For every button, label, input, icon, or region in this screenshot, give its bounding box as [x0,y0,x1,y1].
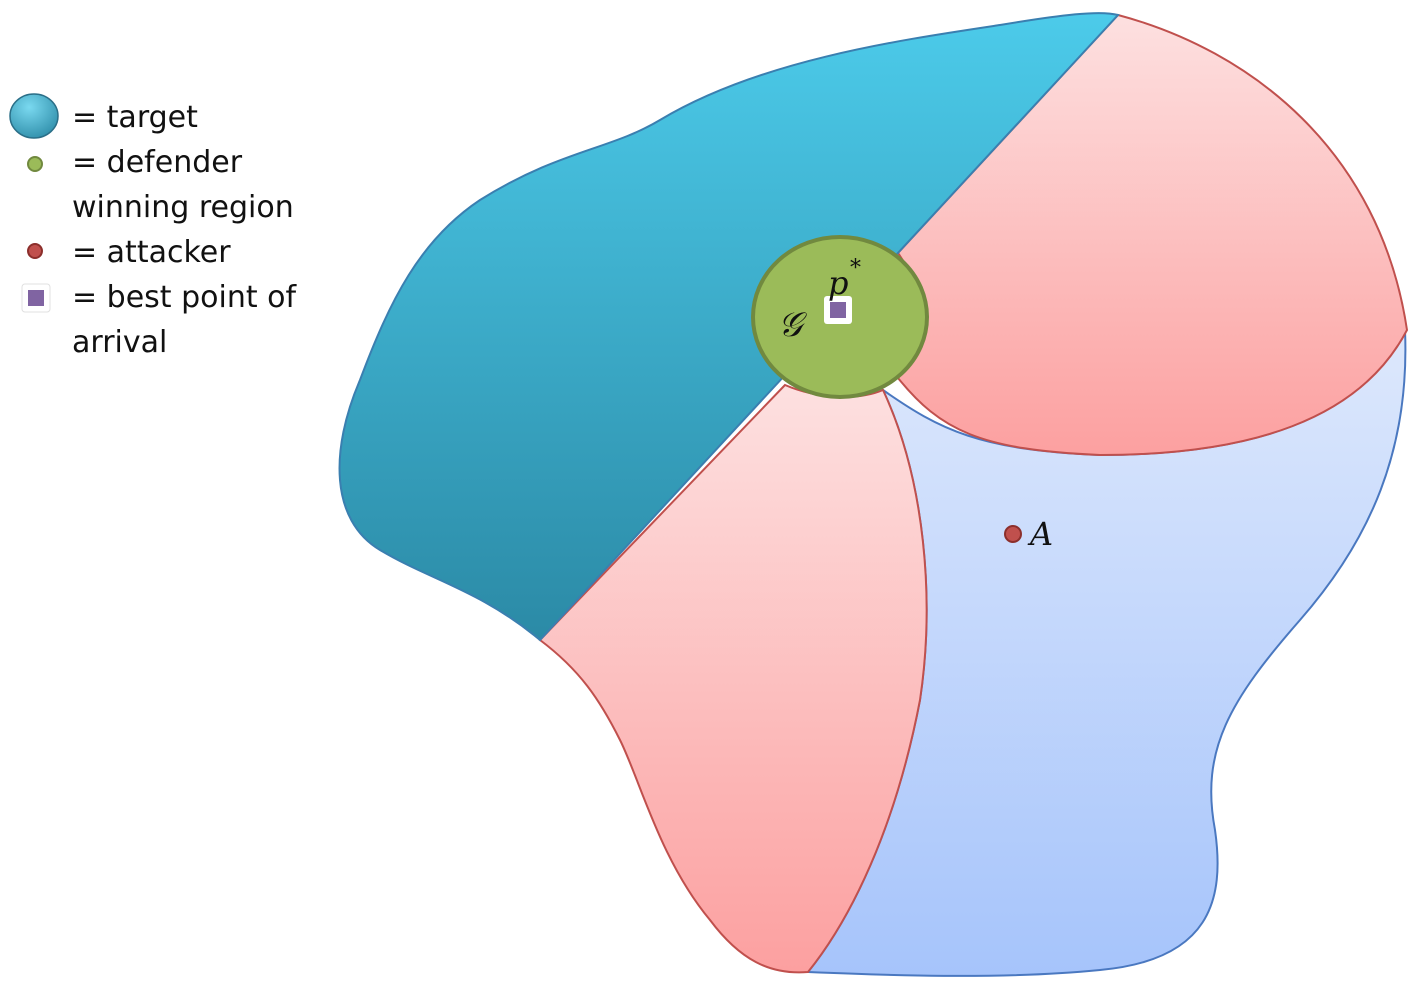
legend: = target = defender winning region = att… [9,93,298,360]
target-region [338,12,1120,642]
lower-middle-pink-region [538,383,928,974]
defender-region-label: 𝒢 [778,305,807,345]
best-point-label: p [828,264,848,302]
attacker-label: A [1027,515,1053,553]
defender-region-swatch-icon [27,156,43,172]
legend-best-point-label-line1: = best point of [72,280,298,315]
legend-attacker-label: = attacker [72,235,231,270]
attacker-marker [1004,525,1022,543]
legend-target-label: = target [72,100,198,135]
legend-best-point-label-line2: arrival [72,325,167,360]
target-swatch-icon [9,93,59,139]
attacker-swatch-icon [27,243,43,259]
legend-defender-label-line2: winning region [72,190,294,225]
legend-defender-label-line1: = defender [72,145,243,180]
best-point-marker [830,302,846,318]
best-point-superscript: * [850,256,861,281]
best-point-swatch-icon [28,290,44,306]
